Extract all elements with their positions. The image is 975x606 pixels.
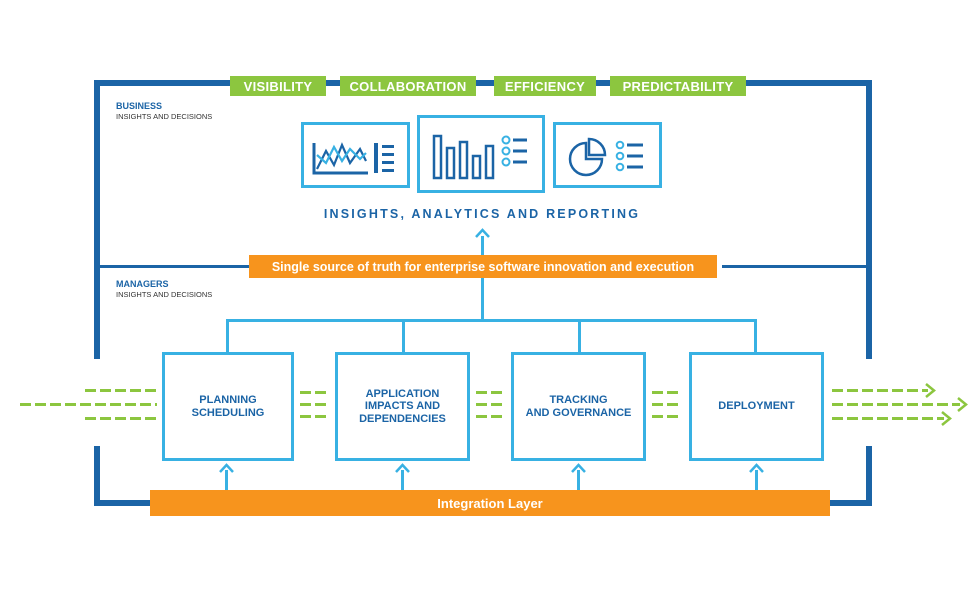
- tag-efficiency: EFFICIENCY: [494, 76, 596, 96]
- frame-top-gaps: [594, 80, 612, 86]
- flow-dashes-between: [300, 403, 330, 406]
- frame-bottom-left: [94, 500, 152, 506]
- flow-dashes-between: [300, 415, 330, 418]
- business-label: BUSINESS: [116, 101, 163, 111]
- stage-label: DEPLOYMENT: [718, 400, 795, 413]
- source-of-truth-bar: Single source of truth for enterprise so…: [249, 255, 717, 278]
- flow-dashes-left: [85, 417, 157, 420]
- flow-dashes-right: [832, 403, 960, 406]
- frame-bottom-right: [830, 500, 872, 506]
- integration-arrow-shaft: [755, 470, 758, 490]
- flow-dashes-right: [832, 389, 928, 392]
- frame-top-right: [742, 80, 872, 86]
- flow-dashes-between: [476, 391, 506, 394]
- tag-collaboration: COLLABORATION: [340, 76, 476, 96]
- tag-predictability: PREDICTABILITY: [610, 76, 746, 96]
- tag-visibility: VISIBILITY: [230, 76, 326, 96]
- stage-label: APPLICATION IMPACTS AND DEPENDENCIES: [359, 387, 446, 425]
- flow-dashes-between: [652, 391, 682, 394]
- tree-drop-1: [226, 319, 229, 353]
- arrow-shaft-to-headline: [481, 236, 484, 255]
- managers-sublabel: INSIGHTS AND DECISIONS: [116, 290, 213, 299]
- stage-planning-scheduling: PLANNING SCHEDULING: [162, 352, 294, 461]
- frame-top-left: [94, 80, 232, 86]
- flow-dashes-between: [652, 415, 682, 418]
- managers-label: MANAGERS: [116, 279, 169, 289]
- arrow-up-icon: [395, 463, 410, 473]
- pie-chart-icon: [568, 137, 643, 177]
- arrow-up-icon: [475, 228, 490, 238]
- arrow-up-icon: [571, 463, 586, 473]
- stage-label: PLANNING SCHEDULING: [191, 394, 265, 419]
- managers-divider-right: [722, 265, 866, 268]
- arrow-right-icon: [957, 397, 968, 412]
- frame-top-gaps: [474, 80, 496, 86]
- flow-dashes-left: [85, 389, 157, 392]
- pie-chart-panel: [553, 122, 662, 188]
- stage-tracking-governance: TRACKING AND GOVERNANCE: [511, 352, 646, 461]
- bar-chart-icon: [432, 134, 527, 180]
- arrow-up-icon: [749, 463, 764, 473]
- stage-label: TRACKING AND GOVERNANCE: [525, 394, 632, 419]
- flow-dashes-between: [652, 403, 682, 406]
- integration-arrow-shaft: [401, 470, 404, 490]
- managers-divider-left: [100, 265, 250, 268]
- headline: INSIGHTS, ANALYTICS AND REPORTING: [323, 207, 641, 221]
- frame-left: [94, 80, 100, 359]
- line-chart-panel: [301, 122, 410, 188]
- frame-right: [866, 80, 872, 359]
- arrow-right-icon: [941, 411, 952, 426]
- tree-drop-4: [754, 319, 757, 353]
- stage-application-impacts: APPLICATION IMPACTS AND DEPENDENCIES: [335, 352, 470, 461]
- flow-dashes-between: [476, 415, 506, 418]
- flow-dashes-left: [20, 403, 157, 406]
- integration-layer-bar: Integration Layer: [150, 490, 830, 516]
- tree-branch: [226, 319, 757, 322]
- integration-arrow-shaft: [225, 470, 228, 490]
- line-chart-icon: [312, 142, 394, 175]
- frame-right-bottom: [866, 446, 872, 506]
- business-sublabel: INSIGHTS AND DECISIONS: [116, 112, 213, 121]
- bar-chart-panel: [417, 115, 545, 193]
- frame-top-gaps: [324, 80, 342, 86]
- arrow-up-icon: [219, 463, 234, 473]
- tree-drop-3: [578, 319, 581, 353]
- arrow-right-icon: [925, 383, 936, 398]
- integration-arrow-shaft: [577, 470, 580, 490]
- flow-dashes-between: [300, 391, 330, 394]
- flow-dashes-right: [832, 417, 944, 420]
- frame-left-bottom: [94, 446, 100, 506]
- flow-dashes-between: [476, 403, 506, 406]
- tree-drop-2: [402, 319, 405, 353]
- stage-deployment: DEPLOYMENT: [689, 352, 824, 461]
- tree-trunk: [481, 278, 484, 321]
